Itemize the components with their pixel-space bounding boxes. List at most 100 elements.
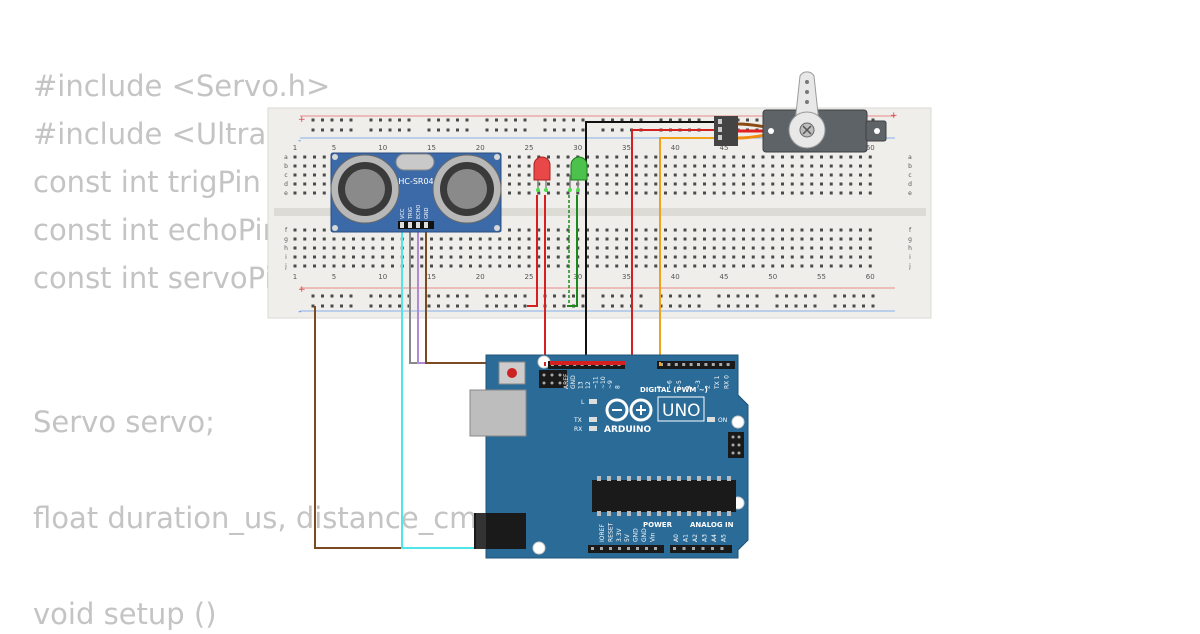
- rail-plus-label: +: [890, 111, 898, 121]
- digital-pin-label: ~3: [695, 380, 702, 389]
- power-pin-label: GND: [641, 528, 648, 542]
- digital-header-label: DIGITAL (PWM ~): [640, 386, 708, 394]
- wire-endpoints: [544, 361, 661, 366]
- on-led-label: ON: [718, 417, 727, 424]
- column-number: 25: [525, 144, 534, 152]
- column-number: 15: [427, 273, 436, 281]
- wire-red-led-rail: [527, 195, 538, 307]
- digital-pin-label: RX 0: [724, 375, 731, 389]
- l-led-label: L: [581, 399, 585, 406]
- column-number: 25: [525, 273, 534, 281]
- code-line: float duration_us, distance_cm;: [33, 501, 488, 535]
- column-number: 50: [768, 273, 777, 281]
- wires: [314, 121, 718, 549]
- servo-motor[interactable]: [714, 71, 887, 153]
- column-number: 10: [378, 273, 387, 281]
- column-number: 5: [332, 273, 336, 281]
- analog-pin-label: A1: [683, 534, 690, 542]
- row-letter: e: [908, 190, 912, 197]
- analog-header-label: ANALOG IN: [690, 521, 734, 529]
- rx-label: RX: [574, 426, 582, 433]
- column-number: 20: [476, 144, 485, 152]
- wire-servo-signal: [659, 137, 718, 362]
- code-line: Servo servo;: [33, 405, 215, 439]
- power-pin-label: 5V: [624, 533, 631, 542]
- row-letter: c: [908, 172, 911, 179]
- analog-pin-label: A2: [692, 534, 699, 542]
- column-number: 1: [293, 144, 297, 152]
- analog-pin-label: A5: [721, 534, 728, 542]
- digital-pin-label: GND: [570, 375, 577, 389]
- digital-pin-label: 13: [578, 381, 585, 389]
- digital-pin-label: AREF: [563, 373, 570, 389]
- arduino-logo-icon: [605, 398, 653, 422]
- row-letter: c: [284, 172, 287, 179]
- row-letter: g: [908, 236, 912, 243]
- row-letter: d: [284, 181, 288, 188]
- row-letter: h: [908, 245, 912, 252]
- digital-pin-label: 12: [585, 381, 592, 389]
- digital-pin-label: 4: [686, 385, 693, 389]
- row-letter: j: [284, 263, 287, 270]
- wire-green-led-rail: [567, 195, 578, 307]
- power-pin-label: Vin: [649, 532, 656, 542]
- column-number: 60: [866, 273, 875, 281]
- column-number: 30: [573, 144, 582, 152]
- column-number: 15: [427, 144, 436, 152]
- rail-plus-label: +: [298, 285, 306, 295]
- column-number: 10: [378, 144, 387, 152]
- power-pin-label: GND: [633, 528, 640, 542]
- digital-pin-label: ~9: [607, 380, 614, 389]
- column-number: 1: [293, 273, 297, 281]
- column-number: 40: [671, 273, 680, 281]
- analog-pin-label: A4: [711, 534, 718, 542]
- column-number: 40: [671, 144, 680, 152]
- column-number: 45: [720, 273, 729, 281]
- row-letter: f: [285, 227, 288, 234]
- column-number: 60: [866, 144, 875, 152]
- digital-pin-label: 7: [657, 385, 664, 389]
- pin-label-vcc: VCC: [400, 208, 406, 219]
- model-label: UNO: [662, 401, 701, 421]
- pin-label-echo: ECHO: [416, 205, 422, 219]
- digital-pin-label: 2: [705, 385, 712, 389]
- code-line: void setup (): [33, 597, 217, 631]
- column-number: 35: [622, 273, 631, 281]
- analog-pin-label: A0: [673, 534, 680, 542]
- column-number: 45: [720, 144, 729, 152]
- digital-pin-label: ~6: [667, 380, 674, 389]
- row-letter: b: [284, 163, 288, 170]
- digital-pin-label: 8: [615, 385, 622, 389]
- rail-minus-label: -: [298, 307, 301, 317]
- column-number: 5: [332, 144, 336, 152]
- red-led[interactable]: [533, 156, 551, 192]
- digital-pin-label: ~5: [676, 380, 683, 389]
- code-line: #include <Servo.h>: [33, 69, 331, 103]
- row-letter: f: [909, 227, 912, 234]
- transducer-right-icon: [432, 154, 502, 224]
- reset-button[interactable]: [498, 361, 526, 385]
- row-letter: e: [284, 190, 288, 197]
- row-letter: a: [284, 154, 288, 161]
- ultrasonic-sensor[interactable]: HC-SR04 VCC TRIG ECHO GND: [330, 152, 502, 233]
- tx-label: TX: [573, 417, 582, 424]
- green-led[interactable]: [568, 156, 588, 192]
- row-letter: g: [284, 236, 288, 243]
- power-header-label: POWER: [643, 521, 673, 529]
- digital-pin-label: TX 1: [714, 375, 721, 390]
- sensor-label: HC-SR04: [398, 177, 433, 186]
- brand-label: ARDUINO: [604, 425, 652, 435]
- row-letter: j: [908, 263, 911, 270]
- row-letter: b: [908, 163, 912, 170]
- screw-icon: [799, 122, 815, 138]
- usb-port: [469, 389, 527, 437]
- bottom-header: [588, 545, 732, 553]
- wire-servo-gnd: [585, 121, 718, 362]
- power-pin-label: 3.3V: [616, 527, 623, 542]
- row-letter: a: [908, 154, 912, 161]
